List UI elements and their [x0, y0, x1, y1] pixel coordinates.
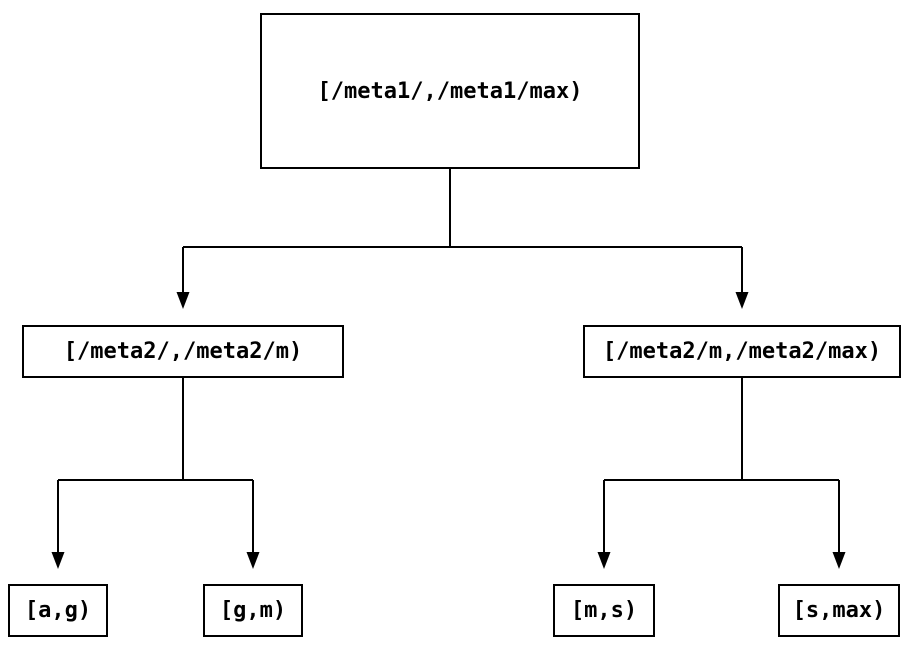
node-leaf-ms-label: [m,s)	[570, 598, 638, 623]
arrowhead-to-range-left	[176, 292, 190, 309]
node-leaf-ms: [m,s)	[553, 584, 655, 637]
node-leaf-smax-label: [s,max)	[792, 598, 886, 623]
node-leaf-gm-label: [g,m)	[219, 598, 287, 623]
node-leaf-gm: [g,m)	[203, 584, 303, 637]
node-leaf-ag: [a,g)	[8, 584, 108, 637]
node-range-left: [/meta2/,/meta2/m)	[22, 325, 344, 378]
arrowhead-to-leaf-ag	[51, 552, 65, 569]
node-leaf-ag-label: [a,g)	[24, 598, 92, 623]
arrowhead-to-leaf-ms	[597, 552, 611, 569]
node-range-right-label: [/meta2/m,/meta2/max)	[602, 339, 882, 364]
node-range-right: [/meta2/m,/meta2/max)	[583, 325, 901, 378]
arrowhead-to-leaf-smax	[832, 552, 846, 569]
node-root: [/meta1/,/meta1/max)	[260, 13, 640, 169]
arrowhead-to-leaf-gm	[246, 552, 260, 569]
node-range-left-label: [/meta2/,/meta2/m)	[63, 339, 303, 364]
node-leaf-smax: [s,max)	[778, 584, 900, 637]
node-root-label: [/meta1/,/meta1/max)	[317, 78, 583, 104]
arrowhead-to-range-right	[735, 292, 749, 309]
